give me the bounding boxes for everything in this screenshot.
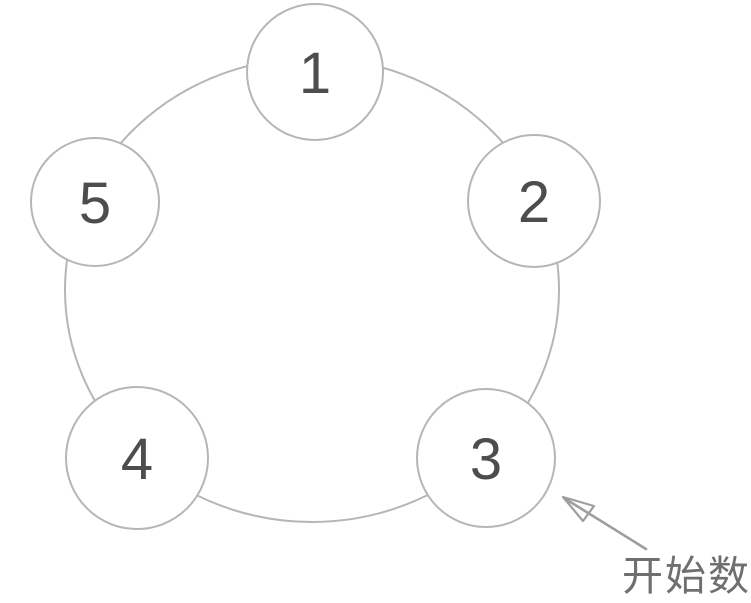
node-4-circle [65,386,209,530]
arrow-shaft [562,496,648,551]
node-2-label: 2 [518,170,550,235]
node-2: 2 [467,134,601,268]
node-3-label: 3 [470,427,502,492]
start-arrow [561,495,648,551]
node-3: 3 [416,388,556,528]
node-5-label: 5 [79,171,111,236]
node-1-circle [246,3,384,141]
node-5: 5 [30,137,160,267]
node-2-circle [467,134,601,268]
node-3-circle [416,388,556,528]
node-1-label: 1 [299,41,331,106]
arrow-head-icon [561,495,596,523]
node-4: 4 [65,386,209,530]
node-1: 1 [246,3,384,141]
start-label: 开始数 [622,553,751,599]
node-5-circle [30,137,160,267]
node-4-label: 4 [121,427,153,492]
